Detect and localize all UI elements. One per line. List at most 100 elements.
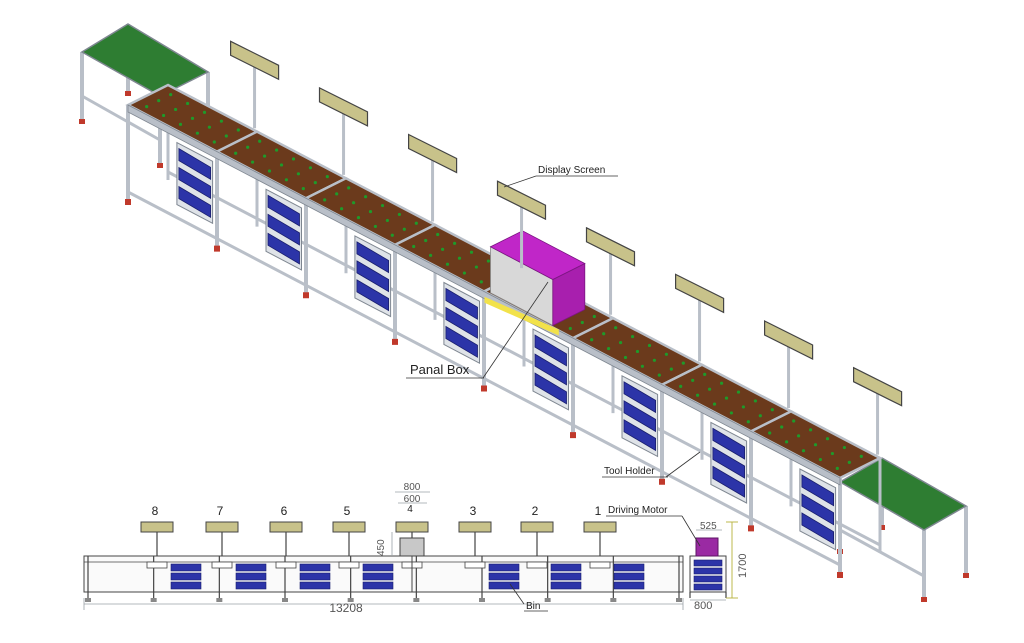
drawer-bin xyxy=(356,279,390,312)
front-drawer-bin xyxy=(299,581,331,590)
front-station: 6 xyxy=(269,504,331,590)
belt-dot xyxy=(368,209,373,214)
drawer-bin xyxy=(356,260,390,293)
front-drawer-bin xyxy=(235,581,267,590)
belt-dot xyxy=(792,419,796,423)
belt-dot xyxy=(830,451,835,456)
belt-dot xyxy=(178,122,183,126)
belt-dot xyxy=(262,154,267,158)
dim-side-top: 525 xyxy=(700,521,717,532)
belt-dot xyxy=(657,373,661,377)
belt-dot xyxy=(679,384,683,388)
belt-dot xyxy=(258,139,262,143)
drawer-unit xyxy=(176,141,214,225)
drawer-bin xyxy=(267,213,300,246)
belt-dot xyxy=(373,224,378,229)
drawer-bin xyxy=(445,306,478,339)
front-station: 5 xyxy=(332,504,394,590)
front-tool-holder xyxy=(464,561,486,569)
front-drawer-bin xyxy=(613,572,645,581)
front-station: 3 xyxy=(458,504,520,590)
drawer-bin xyxy=(801,512,834,545)
lower-rail xyxy=(127,190,841,567)
side-driving-motor xyxy=(695,537,719,557)
drawer-unit xyxy=(532,328,569,411)
callouts: Display Screen Panal Box Tool Holder xyxy=(406,165,701,478)
belt-dot xyxy=(847,460,851,465)
drawer-unit xyxy=(443,281,480,365)
side-drawer-bin xyxy=(693,575,723,583)
belt-dot xyxy=(173,107,178,112)
drawer-bin xyxy=(712,465,745,498)
belt-dot xyxy=(664,352,669,356)
belt-dot xyxy=(207,125,212,129)
belt-dot xyxy=(618,340,623,345)
drawer-bin xyxy=(623,400,656,433)
front-drawer-bin xyxy=(299,572,331,581)
belt-dot xyxy=(190,116,195,120)
front-foot xyxy=(216,598,223,602)
drawer-unit xyxy=(710,421,748,504)
leveling-foot xyxy=(125,199,131,205)
station-number: 7 xyxy=(217,504,224,518)
drawer-bin xyxy=(178,147,212,181)
front-tool-holder xyxy=(526,561,548,569)
display-sign xyxy=(496,180,547,221)
drawer-bin xyxy=(267,232,300,265)
end-table-rail xyxy=(839,528,925,578)
display-screen xyxy=(408,133,458,222)
front-display-sign xyxy=(458,521,492,533)
front-drawer-bin xyxy=(550,563,582,572)
belt-dot xyxy=(801,449,806,453)
belt-dot xyxy=(323,198,327,202)
belt-dot xyxy=(825,437,830,441)
side-drawer-bin xyxy=(693,567,723,575)
front-display-sign xyxy=(205,521,239,533)
front-drawer-bin xyxy=(235,563,267,572)
end-table-rail xyxy=(81,94,161,142)
dim-box-height: 450 xyxy=(376,539,387,556)
front-panel-box xyxy=(399,537,425,557)
front-drawer-bin xyxy=(170,572,202,581)
front-tool-holder xyxy=(146,561,168,569)
belt-dot xyxy=(267,169,272,173)
front-drawer-bin xyxy=(235,572,267,581)
belt-dot xyxy=(436,232,440,237)
belt-dot xyxy=(308,166,313,170)
display-screen xyxy=(852,366,903,455)
drawer-bin xyxy=(534,334,567,367)
belt-dot xyxy=(234,151,238,155)
belt-dot xyxy=(691,378,695,382)
driving-motor-label: Driving Motor xyxy=(608,505,668,516)
front-tool-holder xyxy=(211,561,233,569)
belt-dot xyxy=(669,367,673,371)
front-foot xyxy=(282,598,288,602)
belt-dot xyxy=(445,262,450,266)
belt-dot xyxy=(424,238,428,243)
end-table-top xyxy=(838,457,968,531)
drawer-bin xyxy=(445,325,478,358)
belt-dot xyxy=(681,361,685,365)
belt-dot xyxy=(808,428,813,432)
belt-dot xyxy=(630,334,635,339)
station-number: 8 xyxy=(152,504,159,518)
front-drawer-bin xyxy=(550,572,582,581)
belt-dot xyxy=(486,259,491,263)
belt-dot xyxy=(284,178,289,182)
belt-dot xyxy=(380,203,385,208)
belt-dot xyxy=(145,104,149,109)
drawer-bin xyxy=(712,446,745,479)
front-drawer-bin xyxy=(613,581,645,590)
belt-dot xyxy=(695,393,700,397)
front-station: 1 xyxy=(583,504,645,590)
display-sign xyxy=(763,320,814,360)
drawer-bin xyxy=(445,287,478,320)
drawer-unit xyxy=(265,188,302,271)
belt-dot xyxy=(474,265,479,269)
belt-dot xyxy=(640,364,645,368)
front-tool-holder xyxy=(338,561,360,569)
drawer-bin xyxy=(712,427,745,460)
drawer-bin xyxy=(534,353,567,386)
belt-dot xyxy=(402,227,406,231)
